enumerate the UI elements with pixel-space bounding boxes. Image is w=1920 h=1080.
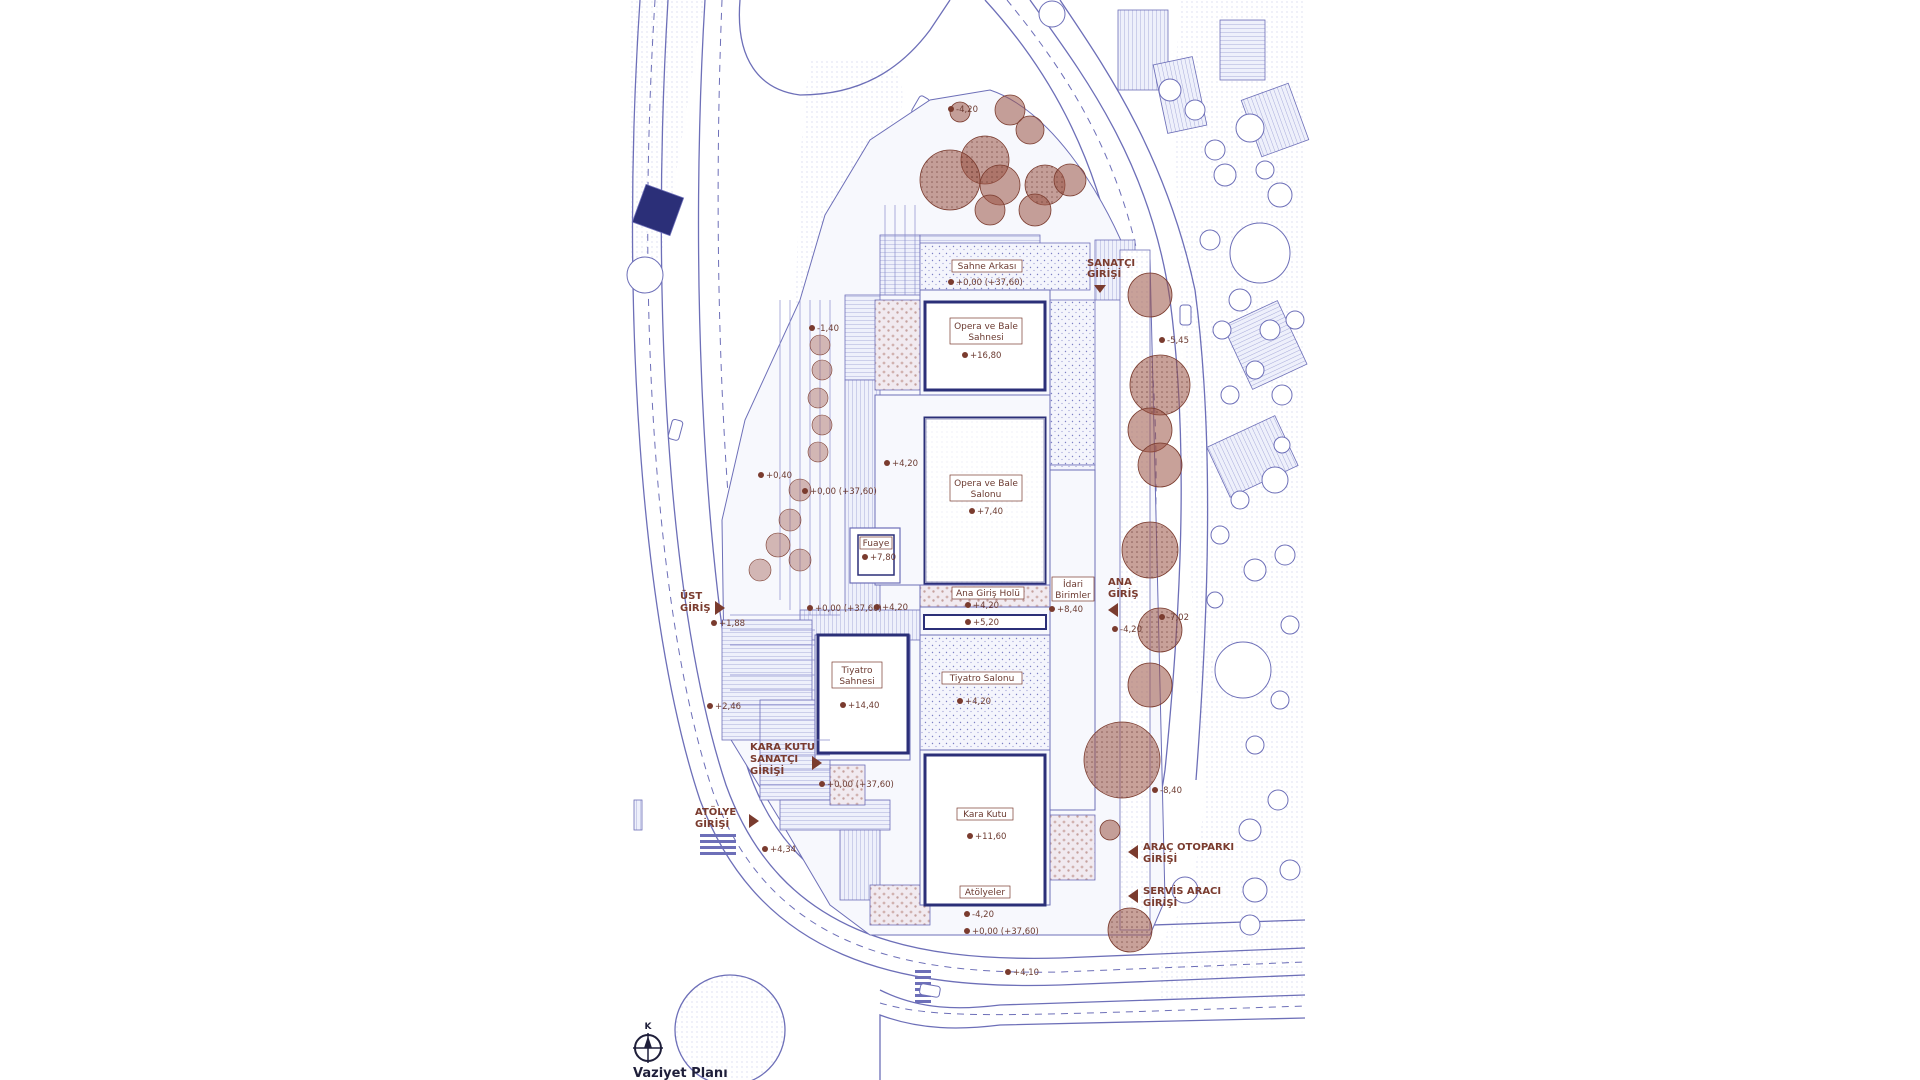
level-10: +7,80: [870, 553, 896, 563]
level-04: +16,80: [970, 351, 1001, 361]
label-fuaye: Fuaye: [863, 539, 890, 549]
label-ana-giris-holu: Ana Giriş Holü: [956, 589, 1020, 599]
entrance-ana-1: ANA: [1108, 577, 1132, 588]
level-06: +4,20: [892, 459, 918, 469]
entrance-ust-2: GİRİŞ: [680, 600, 711, 614]
entrance-karakutu-3: GİRİŞİ: [750, 763, 784, 777]
entrance-otopark-1: ARAÇ OTOPARKI: [1143, 842, 1234, 853]
level-24: +11,60: [975, 832, 1006, 842]
level-01: -4,20: [956, 105, 978, 115]
outline-trees: [626, 0, 1305, 936]
label-tiyatro-sahnesi-2: Sahnesi: [839, 677, 874, 687]
room-labels: Sahne Arkası Opera ve Bale Sahnesi Opera…: [831, 259, 1095, 899]
plaza-paving: [730, 205, 916, 786]
level-07: +0,40: [766, 471, 792, 481]
entrance-servis-1: SERVİS ARACI: [1143, 883, 1221, 897]
level-16: -7,02: [1167, 613, 1189, 623]
entrance-karakutu-2: SANATÇI: [750, 754, 798, 765]
plan-title: Vaziyet Planı: [633, 1066, 728, 1080]
tiyatro-salonu-seating: [919, 634, 1051, 751]
entrance-karakutu-1: KARA KUTU: [750, 742, 815, 753]
level-15: +8,40: [1057, 605, 1083, 615]
entrance-ana-2: GİRİŞ: [1108, 586, 1139, 600]
label-tiyatro-sahnesi-1: Tiyatro: [840, 666, 873, 676]
entrance-sanatci-2: GİRİŞİ: [1087, 266, 1121, 280]
entrance-atolye-1: ATÖLYE: [695, 804, 736, 818]
entrances: SANATÇI GİRİŞİ ANA GİRİŞ ÜST GİRİŞ KARA …: [680, 258, 1234, 909]
level-20: +4,20: [965, 697, 991, 707]
label-opera-salonu-2: Salonu: [971, 490, 1002, 500]
label-sahne-arkasi: Sahne Arkası: [958, 262, 1017, 272]
level-markers: -4,20 +0,00 (+37,60) -1,40 +16,80 -5,45 …: [707, 105, 1189, 978]
level-13: +4,20: [973, 601, 999, 611]
level-21: +2,46: [715, 702, 741, 712]
level-26: -4,20: [972, 910, 994, 920]
level-25: +4,34: [770, 845, 796, 855]
level-19: +14,40: [848, 701, 879, 711]
level-18: +1,88: [719, 619, 745, 629]
entrance-servis-2: GİRİŞİ: [1143, 895, 1177, 909]
label-idari-1: İdari: [1063, 579, 1083, 590]
level-12: +4,20: [882, 603, 908, 613]
label-idari-2: Birimler: [1055, 591, 1091, 601]
entrance-otopark-2: GİRİŞİ: [1143, 851, 1177, 865]
label-opera-sahnesi-2: Sahnesi: [968, 333, 1003, 343]
level-14: +5,20: [973, 618, 999, 628]
label-opera-sahnesi-1: Opera ve Bale: [954, 322, 1018, 332]
level-27: +0,00 (+37,60): [972, 927, 1039, 937]
roundabout: [674, 974, 786, 1080]
level-03: -1,40: [817, 324, 839, 334]
entrance-sanatci-1: SANATÇI: [1087, 258, 1135, 269]
north-arrow: K: [633, 1022, 663, 1063]
level-05: -5,45: [1167, 336, 1189, 346]
entrance-ust-1: ÜST: [680, 588, 702, 602]
entrance-atolye-2: GİRİŞİ: [695, 816, 729, 830]
label-opera-salonu-1: Opera ve Bale: [954, 479, 1018, 489]
neighbourhood-blocks: [631, 9, 1310, 831]
bridge-corridor: [923, 614, 1047, 630]
level-17: -4,20: [1120, 625, 1142, 635]
level-11: +0,00 (+37,60): [815, 604, 882, 614]
level-09: +7,40: [977, 507, 1003, 517]
level-28: +4,10: [1013, 968, 1039, 978]
trees: [748, 94, 1191, 953]
label-atolyeler: Atölyeler: [965, 888, 1005, 898]
label-kara-kutu: Kara Kutu: [963, 810, 1007, 820]
level-08: +0,00 (+37,60): [810, 487, 877, 497]
level-02: +0,00 (+37,60): [956, 278, 1023, 288]
level-22: +0,00 (+37,60): [827, 780, 894, 790]
level-23: -8,40: [1160, 786, 1182, 796]
label-tiyatro-salonu: Tiyatro Salonu: [949, 674, 1015, 684]
north-label: K: [645, 1022, 653, 1032]
